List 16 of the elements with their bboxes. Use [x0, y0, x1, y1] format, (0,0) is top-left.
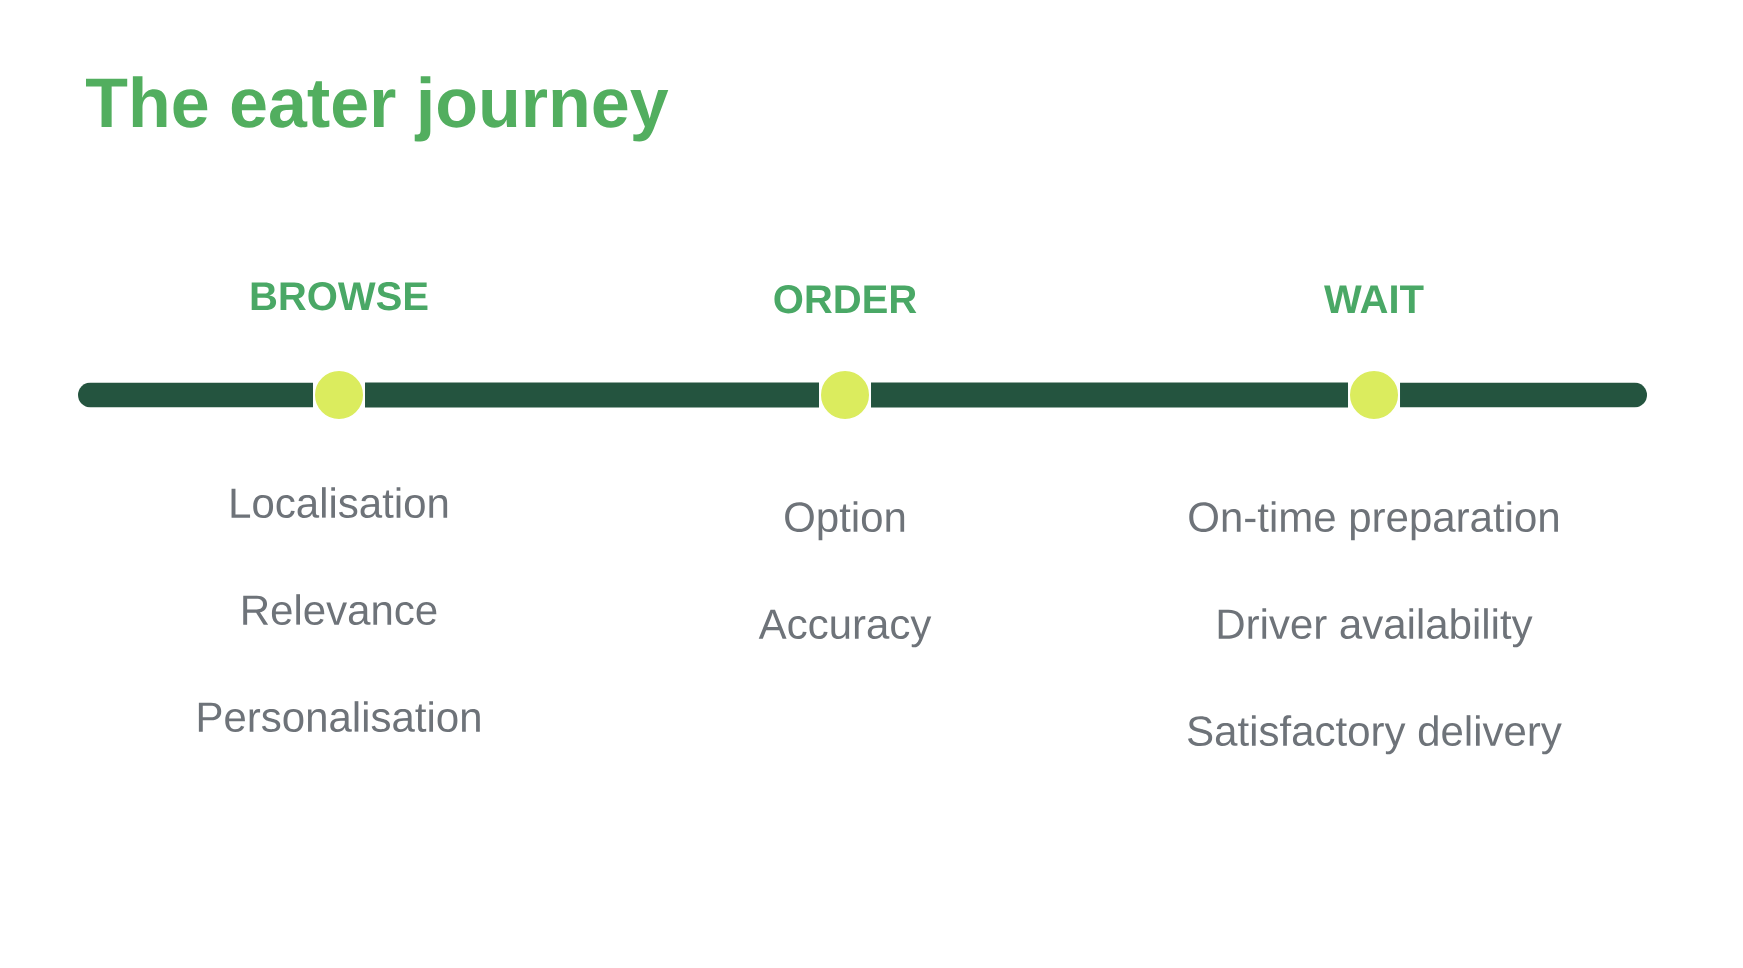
list-item: Option: [785, 501, 905, 541]
timeline-bar: [1400, 382, 1647, 408]
title: The eater journey: [86, 76, 669, 142]
stage-heading: BROWSE: [251, 282, 428, 311]
list-item: Driver availability: [1218, 608, 1533, 648]
list-item: Localisation: [231, 487, 448, 519]
timeline-bar: [871, 382, 1348, 408]
stage-heading: ORDER: [774, 285, 917, 314]
timeline-bar: [78, 382, 313, 408]
list-item: Satisfactory delivery: [1188, 715, 1562, 755]
list-item: Accuracy: [758, 609, 932, 648]
list-item: On-time preparation: [1189, 501, 1558, 541]
stage-heading: WAIT: [1324, 285, 1424, 313]
list-item: Relevance: [243, 594, 437, 626]
list-item: Personalisation: [198, 701, 480, 733]
timeline-bar: [365, 382, 819, 408]
